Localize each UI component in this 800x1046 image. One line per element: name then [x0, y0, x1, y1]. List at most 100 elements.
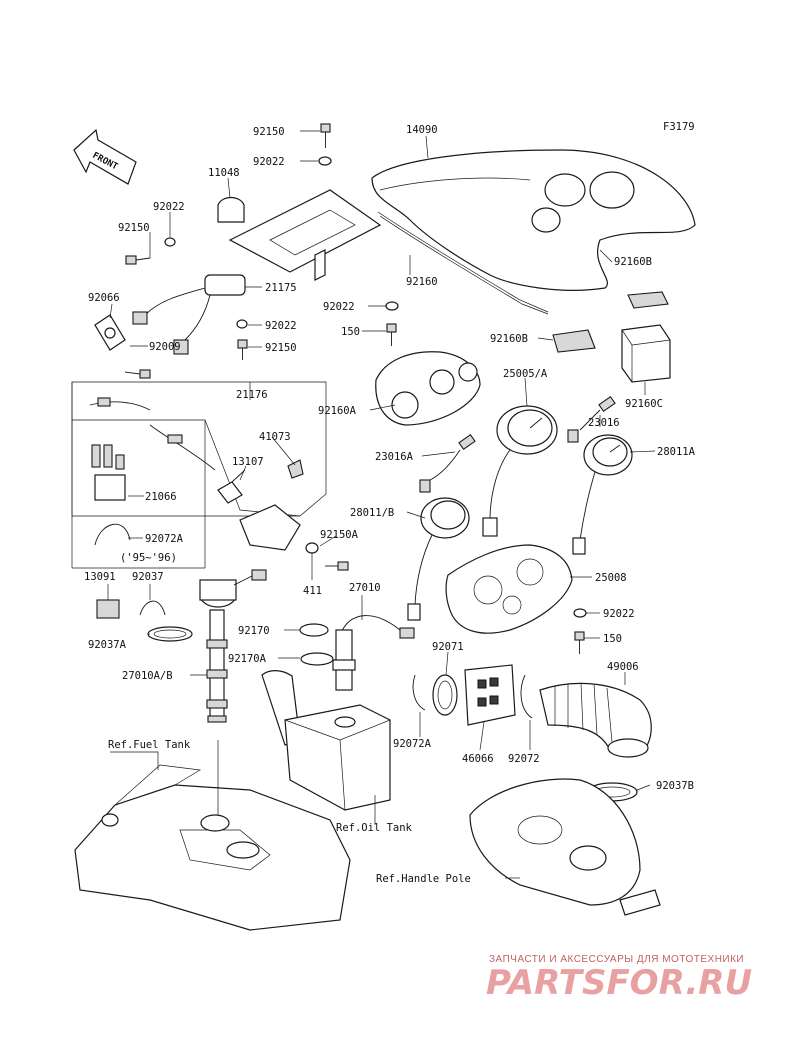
label-ref-handle-pole: Ref.Handle Pole	[376, 873, 471, 885]
label-ref-fuel-tank: Ref.Fuel Tank	[108, 739, 191, 751]
label-21066: 21066	[145, 491, 177, 503]
label-23016A: 23016A	[375, 451, 414, 463]
washer-92022-right	[573, 608, 587, 618]
clamp-92170	[299, 623, 329, 637]
gauge-25005	[482, 405, 558, 537]
label-150-right: 150	[603, 633, 622, 645]
label-21175: 21175	[265, 282, 297, 294]
clip-92072	[520, 674, 533, 719]
fuel-sender	[199, 569, 267, 723]
label-92037: 92037	[132, 571, 164, 583]
filter-46066	[464, 664, 516, 726]
gasket-25008	[445, 544, 573, 634]
label-11048: 11048	[208, 167, 240, 179]
label-92066: 92066	[88, 292, 120, 304]
label-13091: 13091	[84, 571, 116, 583]
label-92037B: 92037B	[656, 780, 694, 792]
clip-92072A	[412, 674, 426, 711]
pad-92160C	[621, 324, 671, 383]
bellows-49006	[539, 682, 652, 758]
bolt-92150-left	[125, 255, 151, 265]
label-92150-top: 92150	[253, 126, 285, 138]
part-13091	[96, 599, 120, 619]
washer-411	[305, 542, 319, 554]
bolt-92150-top	[318, 123, 332, 166]
label-28011B: 28011/B	[350, 507, 394, 519]
label-92022-mid: 92022	[265, 320, 297, 332]
fuel-tank	[74, 764, 351, 931]
switch-block	[239, 504, 301, 551]
top-cover-part	[371, 149, 696, 315]
label-25008: 25008	[595, 572, 627, 584]
clamp-92170A	[300, 652, 334, 666]
clamp-92071	[432, 674, 458, 716]
label-41073: 41073	[259, 431, 291, 443]
front-arrow-icon: FRONT	[73, 128, 137, 185]
leader-lines	[107, 130, 656, 879]
label-92170: 92170	[238, 625, 270, 637]
part-41073	[287, 459, 304, 479]
washer-92022-mid	[236, 319, 248, 329]
washer-92022-left	[164, 237, 176, 247]
label-92022-center: 92022	[323, 301, 355, 313]
coil-21175-part	[132, 274, 246, 355]
gauge-28011A	[572, 434, 633, 555]
label-92150-mid: 92150	[265, 342, 297, 354]
part-13107	[217, 469, 246, 504]
sensor-23016	[567, 395, 616, 443]
washer-92022-center	[385, 301, 399, 311]
label-years-note: ('95~'96)	[120, 552, 177, 564]
label-92150A: 92150A	[320, 529, 359, 541]
gauge-28011B	[407, 497, 470, 621]
label-13107: 13107	[232, 456, 264, 468]
bolt-92150-mid	[237, 339, 248, 360]
label-411: 411	[303, 585, 322, 597]
label-92009: 92009	[149, 341, 181, 353]
label-92022-top: 92022	[253, 156, 285, 168]
label-21176: 21176	[236, 389, 268, 401]
label-49006: 49006	[607, 661, 639, 673]
label-92071: 92071	[432, 641, 464, 653]
label-28011A: 28011A	[657, 446, 696, 458]
pad-92160B-left	[552, 329, 596, 353]
label-25005A: 25005/A	[503, 368, 548, 380]
label-92150-left: 92150	[118, 222, 150, 234]
relay-21066	[91, 444, 126, 501]
label-92072: 92072	[508, 753, 540, 765]
label-92160B-left: 92160B	[490, 333, 528, 345]
watermark: ЗАПЧАСТИ И АКСЕССУАРЫ ДЛЯ МОТОТЕХНИКИ PA…	[486, 954, 752, 1003]
harness-21176	[89, 397, 216, 471]
label-92170A: 92170A	[228, 653, 267, 665]
label-46066: 46066	[462, 753, 494, 765]
label-27010AB: 27010A/B	[122, 670, 173, 682]
part-labels: 14090 92150 92022 11048 92022 92150 9206…	[84, 124, 696, 885]
part-92066	[94, 314, 126, 351]
label-92072A: 92072A	[393, 738, 432, 750]
label-92160: 92160	[406, 276, 438, 288]
watermark-tagline: ЗАПЧАСТИ И АКСЕССУАРЫ ДЛЯ МОТОТЕХНИКИ	[489, 954, 744, 965]
label-92022-right: 92022	[603, 608, 635, 620]
bracket-plate-part	[217, 189, 382, 281]
oil-tank	[261, 670, 391, 811]
label-92160A: 92160A	[318, 405, 357, 417]
label-23016: 23016	[588, 417, 620, 429]
clip-92072A-box	[94, 523, 131, 546]
label-14090: 14090	[406, 124, 438, 136]
label-92160C: 92160C	[625, 398, 663, 410]
label-92072A-box: 92072A	[145, 533, 184, 545]
hose-27010	[332, 615, 415, 691]
figure-id: F3179	[663, 121, 695, 133]
bolt-150-right	[574, 631, 585, 654]
screw-92009	[124, 369, 151, 379]
label-150-center: 150	[341, 326, 360, 338]
handle-pole	[469, 778, 661, 916]
bolt-92150A	[325, 561, 349, 571]
pad-92160B-top	[627, 291, 669, 309]
label-92022-left: 92022	[153, 201, 185, 213]
clip-92037	[139, 600, 166, 616]
sensor-23016A	[419, 433, 476, 493]
label-92037A: 92037A	[88, 639, 127, 651]
watermark-brand: PARTSFOR.RU	[486, 963, 752, 1003]
bolt-150-center	[386, 323, 397, 346]
